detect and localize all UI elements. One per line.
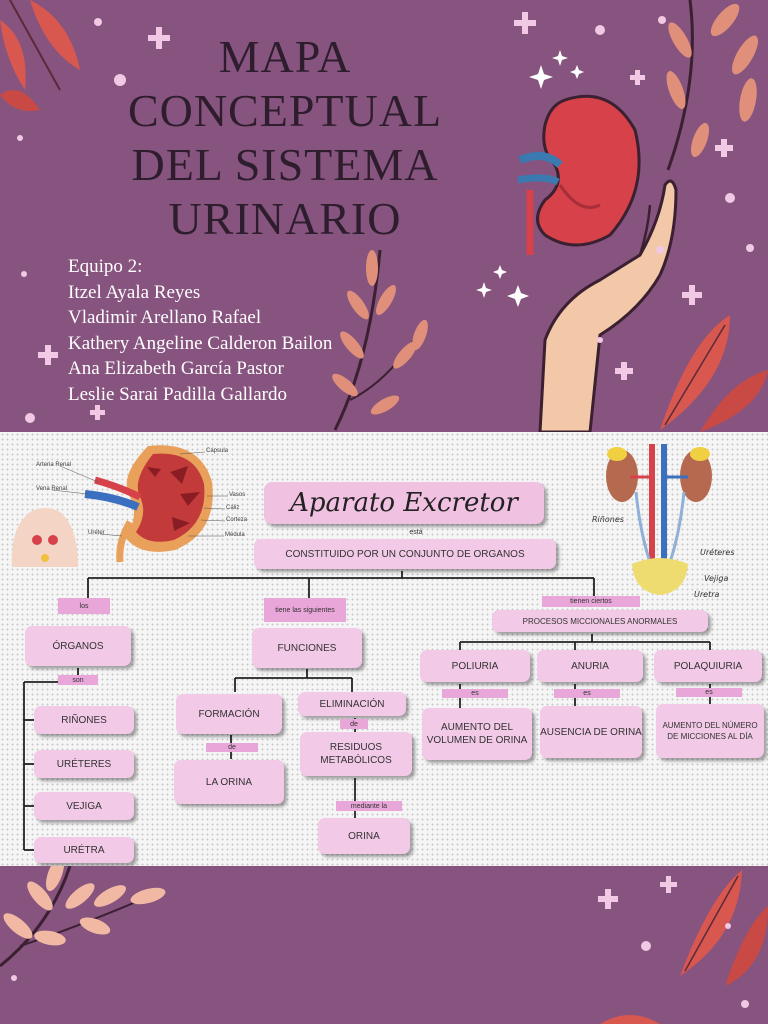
team-member: Vladimir Arellano Rafael <box>68 307 262 328</box>
decorative-crosses <box>38 12 733 420</box>
process-item: ANURIA <box>537 650 643 682</box>
sparkle-stars <box>476 50 584 307</box>
title-line: MAPA <box>218 31 352 82</box>
connector-label: son <box>58 675 98 685</box>
branch-top-right <box>666 0 758 171</box>
decorative-crosses <box>598 876 677 909</box>
process-item: POLAQUIURIA <box>654 650 762 682</box>
connector-label: de <box>206 743 258 752</box>
process-definition: AUMENTO DEL NÚMERO DE MICCIONES AL DÍA <box>656 704 764 758</box>
organ-item: VEJIGA <box>34 792 134 820</box>
connector-label: de <box>340 719 368 729</box>
leaf-cluster-bottom-right <box>600 870 768 1024</box>
connector-label: está <box>409 528 423 536</box>
hand-illustration <box>538 179 678 432</box>
connector-label: es <box>676 688 742 697</box>
concept-map: Arteria Renal Vena Renal Uréter Cápsula … <box>0 432 768 866</box>
connector-label: tienen ciertos <box>542 596 640 607</box>
urinary-label: Riñones <box>592 515 624 524</box>
title-line: URINARIO <box>168 193 402 244</box>
process-definition: AUSENCIA DE ORINA <box>540 706 642 758</box>
urinary-label: Uretra <box>694 590 720 599</box>
team-member: Kathery Angeline Calderon Bailon <box>68 332 333 354</box>
decorative-dots <box>11 923 749 1008</box>
urinary-label: Uréteres <box>700 548 735 557</box>
kidney-label: Arteria Renal <box>36 462 72 468</box>
kidney-label: Vena Renal <box>36 486 68 492</box>
kidney-illustration <box>517 94 641 255</box>
title-line: CONCEPTUAL <box>127 85 443 136</box>
functions-node: FUNCIONES <box>252 628 362 668</box>
kidney-label: Médula <box>225 532 245 538</box>
organ-item: RIÑONES <box>34 706 134 734</box>
map-header: Aparato Excretor <box>264 482 544 524</box>
team-member: Ana Elizabeth García Pastor <box>68 358 284 379</box>
concept-map-lines <box>11 444 712 851</box>
leaf-cluster-top-left <box>0 0 80 111</box>
connector-label: tiene las siguientes <box>264 598 346 622</box>
urinary-label: Vejiga <box>704 574 729 583</box>
team-member: Leslie Sarai Padilla Gallardo <box>68 383 287 405</box>
elimination-item: ORINA <box>318 818 410 854</box>
branch-bottom-left <box>0 866 166 968</box>
root-concept: CONSTITUIDO POR UN CONJUNTO DE ORGANOS <box>254 539 556 569</box>
elimination-node: ELIMINACIÓN <box>298 692 406 716</box>
torso-illustration <box>11 508 78 567</box>
team-member: Itzel Ayala Reyes <box>68 281 201 303</box>
connector-label: es <box>442 689 508 698</box>
organ-item: URÉTERES <box>34 750 134 778</box>
urinary-system-illustration <box>606 444 712 595</box>
kidney-cross-section <box>51 445 228 563</box>
organs-node: ÓRGANOS <box>25 626 131 666</box>
process-item: POLIURIA <box>420 650 530 682</box>
kidney-label: Cápsula <box>206 448 229 454</box>
kidney-label: Vasos <box>229 492 246 498</box>
team-list: Equipo 2: Itzel Ayala Reyes Vladimir Are… <box>68 254 332 407</box>
kidney-label: Cáliz <box>226 505 240 511</box>
decorative-background <box>0 866 768 1024</box>
kidney-label: Uréter <box>88 530 105 536</box>
elimination-item: RESIDUOS METABÓLICOS <box>300 732 412 776</box>
leaf-cluster-bottom-right <box>660 315 768 432</box>
branch-middle <box>332 249 428 431</box>
formation-node: FORMACIÓN <box>176 694 282 734</box>
processes-node: PROCESOS MICCIONALES ANORMALES <box>492 610 708 632</box>
connector-label: mediante la <box>336 801 402 811</box>
decorative-dots <box>17 16 754 423</box>
cover-section: MAPA CONCEPTUAL DEL SISTEMA URINARIO Equ… <box>0 0 768 432</box>
decorative-background <box>0 0 768 432</box>
connector-label: es <box>554 689 620 698</box>
connector-label: los <box>58 598 110 614</box>
formation-item: LA ORINA <box>174 760 284 804</box>
bottom-decoration <box>0 866 768 1024</box>
process-definition: AUMENTO DEL VOLUMEN DE ORINA <box>422 708 532 760</box>
kidney-label: Corteza <box>226 517 248 523</box>
title-line: DEL SISTEMA <box>131 139 439 190</box>
team-heading: Equipo 2: <box>68 256 143 277</box>
organ-item: URÉTRA <box>34 837 134 863</box>
page-title: MAPA CONCEPTUAL DEL SISTEMA URINARIO <box>100 30 470 246</box>
